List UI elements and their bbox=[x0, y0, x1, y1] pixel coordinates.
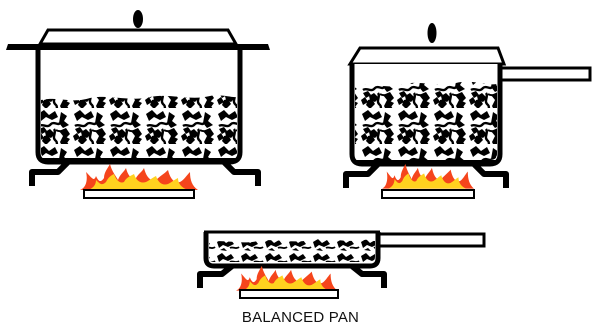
burner-flame bbox=[382, 164, 474, 189]
lid-knob bbox=[133, 10, 143, 28]
burner-plate bbox=[84, 190, 194, 198]
pot-rim bbox=[6, 44, 270, 50]
saucepan-contents bbox=[355, 82, 497, 160]
burner-plate bbox=[382, 190, 474, 198]
lid-knob bbox=[428, 23, 437, 43]
shallow-pan bbox=[200, 232, 484, 298]
diagram-caption: BALANCED PAN bbox=[0, 309, 601, 326]
burner-plate bbox=[240, 290, 338, 298]
pan-contents bbox=[209, 239, 375, 262]
pot-contents bbox=[41, 95, 237, 158]
burner-flame bbox=[236, 266, 337, 291]
saucepan-lid bbox=[350, 48, 504, 64]
saucepan-handle bbox=[500, 68, 590, 80]
burner-flame bbox=[80, 164, 198, 190]
saucepan bbox=[346, 23, 590, 198]
pot-lid bbox=[40, 30, 236, 44]
stock-pot bbox=[6, 10, 270, 198]
pan-handle bbox=[380, 234, 484, 246]
